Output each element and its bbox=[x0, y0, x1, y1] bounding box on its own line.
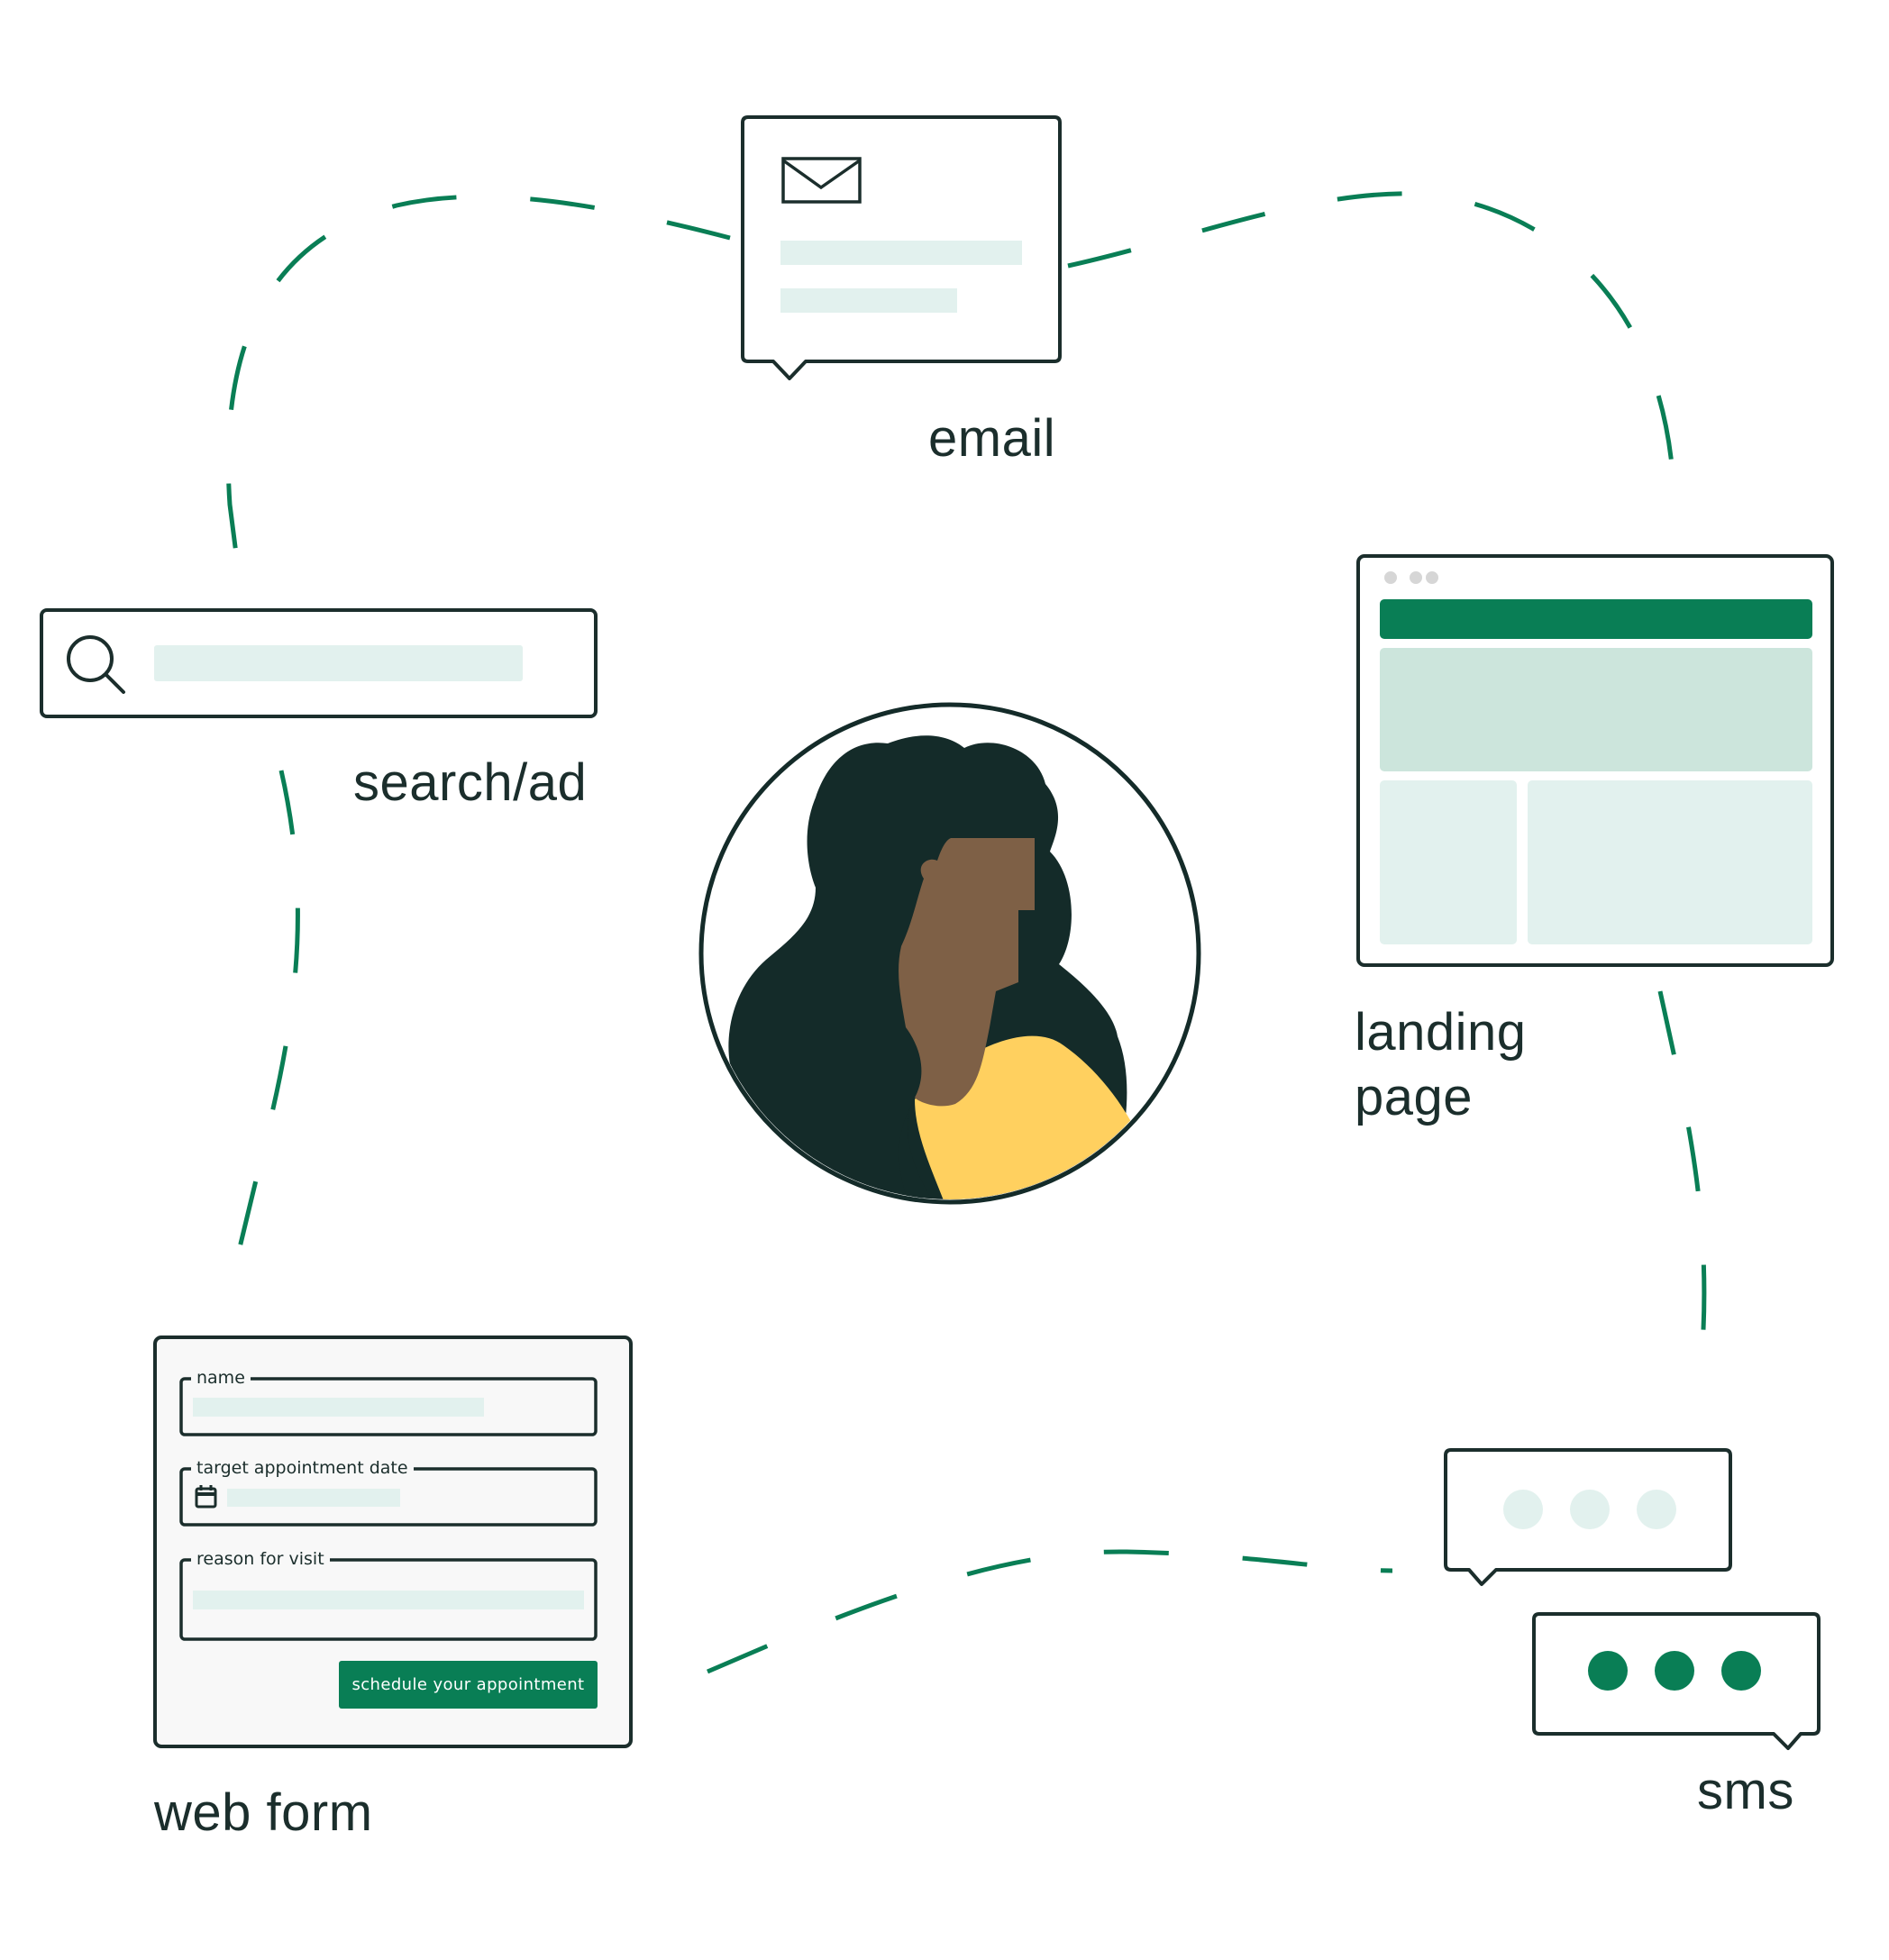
email-line-1 bbox=[780, 241, 1022, 265]
schedule-appointment-button[interactable]: schedule your appointment bbox=[339, 1661, 598, 1709]
typing-dots-icon bbox=[1588, 1651, 1761, 1691]
calendar-icon bbox=[195, 1485, 217, 1509]
email-label: email bbox=[928, 409, 1056, 468]
journey-path bbox=[225, 191, 1707, 1674]
web-form-label: web form bbox=[154, 1783, 373, 1842]
search-ad-label: search/ad bbox=[353, 753, 588, 812]
envelope-icon bbox=[781, 157, 862, 204]
sms-bubble-outgoing bbox=[1532, 1612, 1821, 1750]
landing-hero-block bbox=[1380, 648, 1812, 771]
hair-front bbox=[899, 1099, 937, 1199]
email-line-2 bbox=[780, 288, 957, 313]
sms-label: sms bbox=[1697, 1762, 1794, 1820]
landing-page-label-line1: landing bbox=[1355, 1003, 1527, 1062]
sms-bubble-incoming bbox=[1444, 1448, 1732, 1586]
reason-field-label: reason for visit bbox=[191, 1548, 330, 1570]
browser-dots-icon bbox=[1384, 571, 1438, 584]
face bbox=[899, 838, 1035, 1107]
search-bar bbox=[40, 608, 598, 718]
search-icon bbox=[67, 635, 125, 694]
landing-page-browser bbox=[1356, 554, 1834, 967]
web-form-card bbox=[153, 1336, 633, 1748]
landing-side-block bbox=[1380, 780, 1517, 944]
landing-main-block bbox=[1528, 780, 1812, 944]
landing-header-bar bbox=[1380, 599, 1812, 639]
email-card bbox=[741, 115, 1062, 380]
search-query-placeholder bbox=[154, 645, 523, 681]
name-field-label: name bbox=[191, 1367, 251, 1389]
date-field-label: target appointment date bbox=[191, 1457, 414, 1479]
customer-avatar bbox=[698, 702, 1201, 1205]
typing-dots-icon bbox=[1503, 1490, 1676, 1529]
landing-page-label-line2: page bbox=[1355, 1068, 1474, 1126]
